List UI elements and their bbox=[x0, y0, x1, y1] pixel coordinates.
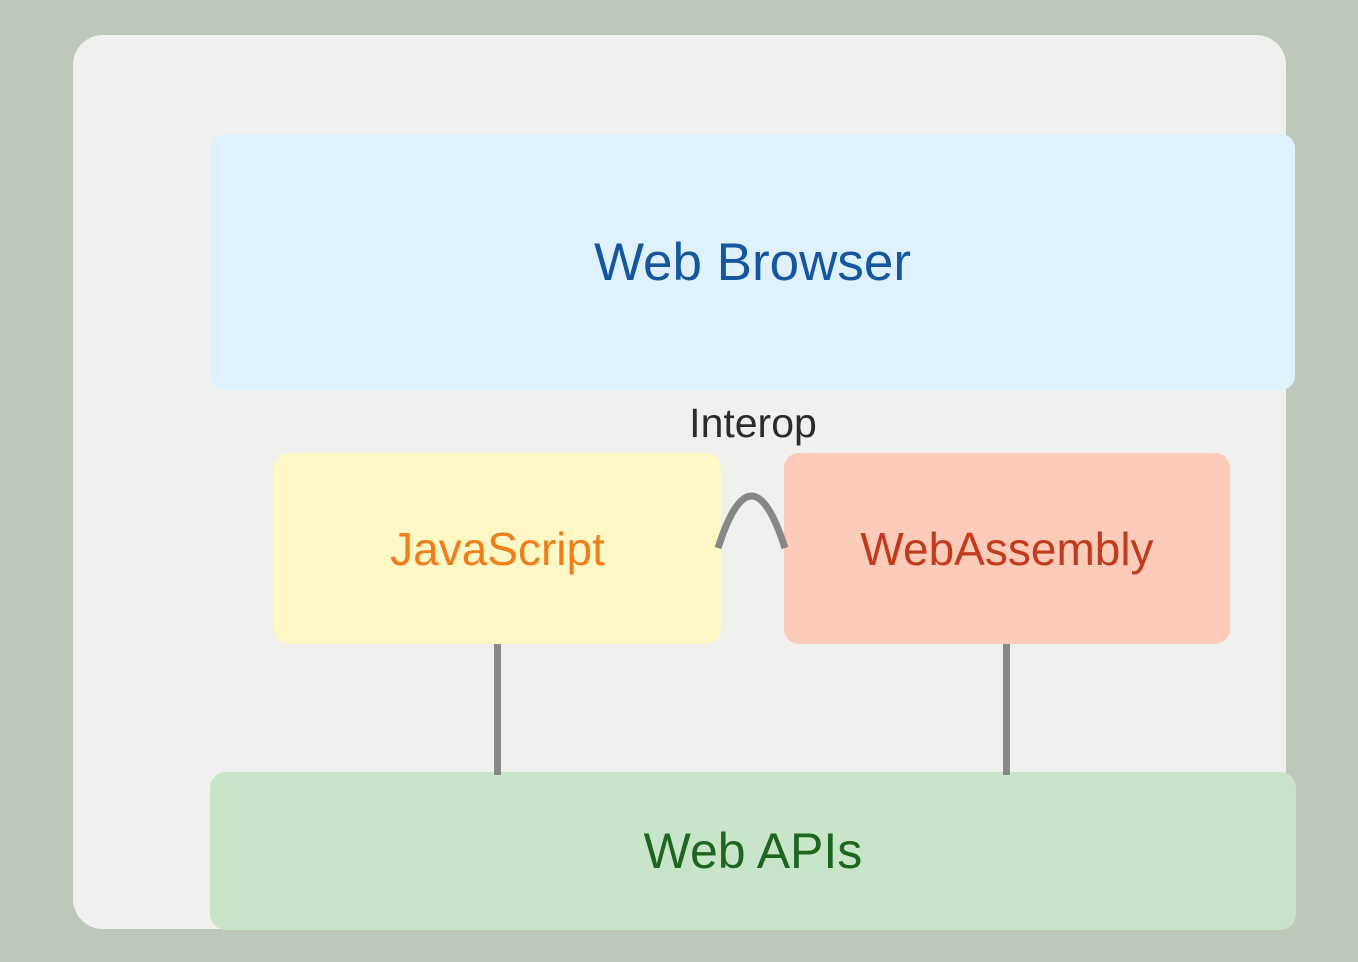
web-apis-label: Web APIs bbox=[643, 823, 863, 879]
interop-arc-connector bbox=[714, 492, 789, 550]
webassembly-box: WebAssembly bbox=[784, 453, 1230, 644]
javascript-box: JavaScript bbox=[274, 453, 721, 644]
web-apis-box: Web APIs bbox=[210, 772, 1296, 930]
web-browser-box: Web Browser bbox=[210, 134, 1295, 390]
web-browser-label: Web Browser bbox=[593, 232, 912, 292]
interop-label: Interop bbox=[689, 400, 817, 446]
javascript-label: JavaScript bbox=[390, 522, 605, 575]
webassembly-label: WebAssembly bbox=[860, 522, 1154, 575]
diagram-panel: Web Browser Interop JavaScript WebAssemb… bbox=[73, 35, 1296, 930]
